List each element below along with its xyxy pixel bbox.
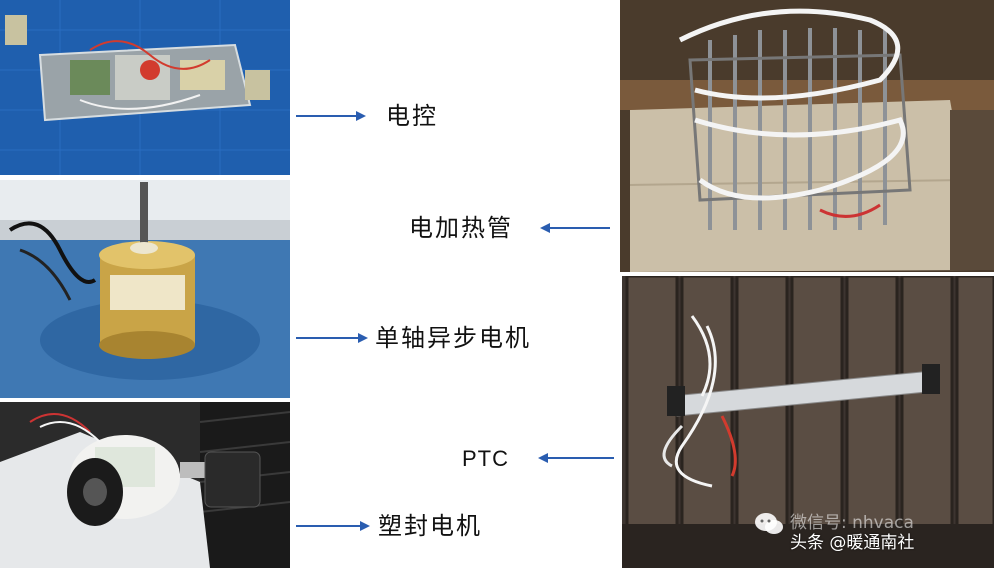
arrow-left-icon	[540, 222, 610, 234]
photo-ptc	[622, 276, 994, 568]
label-plastic-motor: 塑封电机	[378, 512, 482, 540]
label-ptc: PTC	[462, 446, 509, 471]
label-single-axis-motor: 单轴异步电机	[375, 324, 531, 352]
label-electric-control: 电控	[386, 102, 438, 130]
label-heater-tube: 电加热管	[409, 214, 513, 242]
photo-single-axis-motor	[0, 180, 290, 398]
photo-electric-control	[0, 0, 290, 175]
watermark-text: 头条 @暖通南社	[790, 533, 915, 553]
watermark-faint-text: 微信号: nhvaca	[790, 513, 914, 533]
photo-heater-tube	[620, 0, 994, 272]
wechat-logo-icon	[754, 512, 784, 536]
arrow-right-icon	[296, 332, 368, 344]
photo-plastic-motor	[0, 402, 290, 568]
arrow-right-icon	[296, 520, 370, 532]
arrow-right-icon	[296, 110, 366, 122]
arrow-left-icon	[538, 452, 614, 464]
